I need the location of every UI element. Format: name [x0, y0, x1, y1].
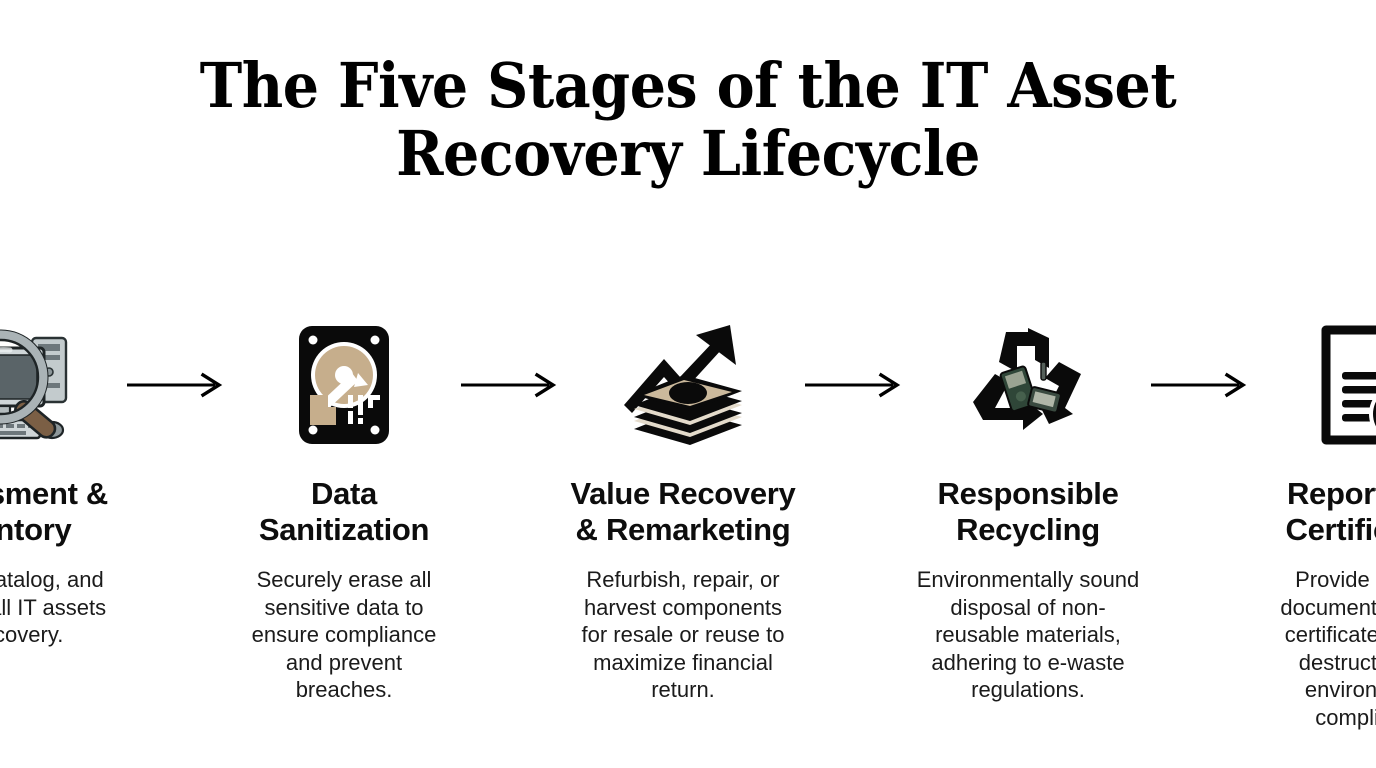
stage-description: Identify, catalog, and evaluate all IT a… — [0, 567, 107, 647]
stage-assessment-inventory[interactable]: Assessment & Inventory Identify, catalog… — [0, 310, 121, 649]
computer-magnifier-icon — [0, 310, 78, 460]
stage-data-sanitization[interactable]: Data Sanitization Securely erase all sen… — [233, 310, 455, 704]
stage-description: Refurbish, repair, or harvest components… — [581, 567, 785, 702]
arrow-right-icon — [799, 310, 911, 460]
stage-heading: Value Recovery & Remarketing — [570, 476, 796, 547]
stage-description: Environmentally sound disposal of non-re… — [916, 567, 1140, 702]
arrow-right-icon — [455, 310, 567, 460]
hard-drive-icon — [296, 310, 392, 460]
stage-heading: Reporting & Certification — [1285, 476, 1376, 547]
page-title-line-1: The Five Stages of the IT Asset — [199, 49, 1177, 122]
stage-description: Provide detailed documentation and certi… — [1280, 567, 1376, 730]
stage-heading: Responsible Recycling — [937, 476, 1119, 547]
money-growth-arrow-icon — [618, 310, 748, 460]
stage-heading: Data Sanitization — [258, 476, 430, 547]
page-title: The Five Stages of the IT Asset Recovery… — [0, 52, 1376, 188]
stage-reporting-certification[interactable]: Reporting & Certification Provide detail… — [1257, 310, 1376, 731]
stage-value-recovery-remarketing[interactable]: Value Recovery & Remarketing Refurbish, … — [567, 310, 799, 704]
page-title-line-2: Recovery Lifecycle — [396, 117, 980, 190]
stage-responsible-recycling[interactable]: Responsible Recycling Environmentally so… — [911, 310, 1145, 704]
arrow-right-icon — [1145, 310, 1257, 460]
recycling-ewaste-icon — [965, 310, 1091, 460]
stage-flow: Assessment & Inventory Identify, catalog… — [0, 310, 1376, 731]
document-check-icon — [1316, 310, 1376, 460]
stage-description: Securely erase all sensitive data to ens… — [251, 567, 437, 702]
arrow-right-icon — [121, 310, 233, 460]
stage-heading: Assessment & Inventory — [0, 476, 109, 547]
